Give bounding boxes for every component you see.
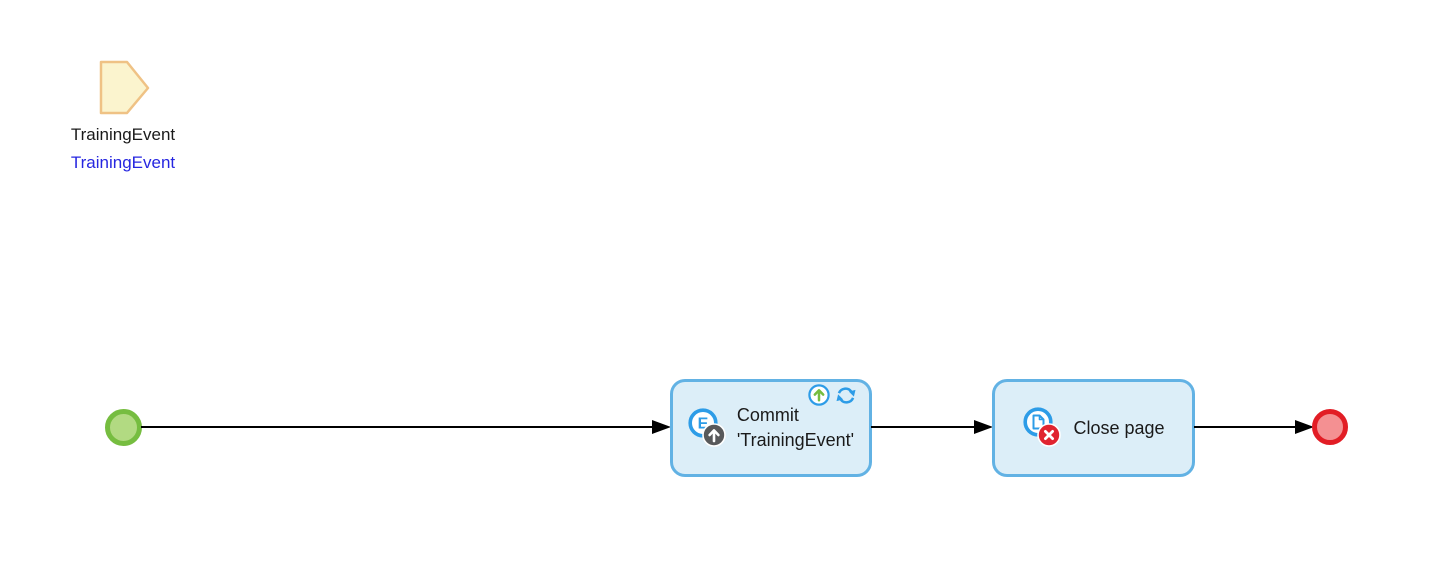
- start-event-circle[interactable]: [105, 409, 142, 446]
- sequence-flow-commit-to-close[interactable]: [871, 419, 993, 435]
- sequence-flow-close-to-end[interactable]: [1194, 419, 1314, 435]
- parameter-entity-type-label: TrainingEvent: [70, 153, 176, 172]
- sequence-flow-start-to-commit[interactable]: [141, 419, 671, 435]
- commit-activity-label: Commit 'TrainingEvent': [736, 405, 855, 450]
- close-page-icon: [1023, 407, 1062, 447]
- svg-text:E: E: [698, 416, 709, 433]
- parameter-trainingevent[interactable]: [97, 60, 151, 120]
- parameter-name-label: TrainingEvent: [70, 125, 176, 144]
- end-event-circle[interactable]: [1312, 409, 1348, 445]
- activity-close-page[interactable]: Close page: [992, 379, 1195, 477]
- parameter-pentagon-icon: [99, 60, 150, 115]
- entity-commit-icon: E: [688, 408, 726, 447]
- activity-commit-trainingevent[interactable]: E Commit 'TrainingEvent': [670, 379, 872, 477]
- refresh-in-client-indicator-icon: [836, 386, 856, 404]
- commit-up-arrow-indicator-icon: [808, 384, 830, 406]
- activity-indicators: [807, 383, 858, 407]
- close-page-activity-label: Close page: [1073, 417, 1165, 438]
